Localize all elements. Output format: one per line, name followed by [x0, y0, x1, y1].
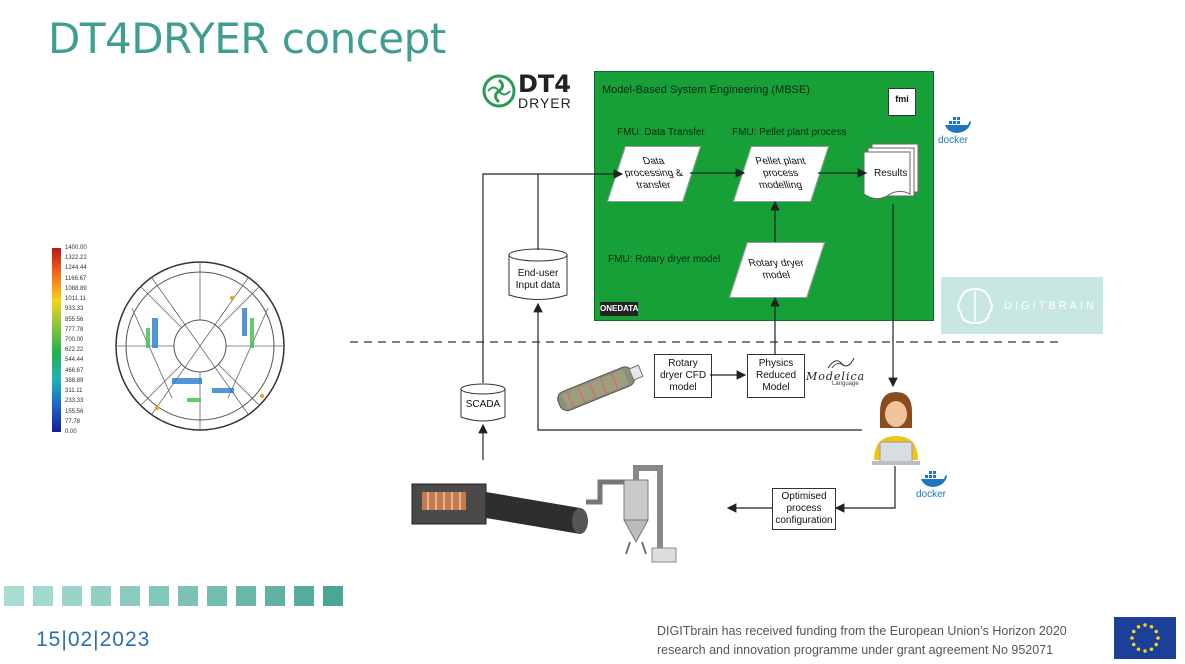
legend-value: 1400.00	[65, 245, 87, 251]
docker-whale-icon-bottom	[921, 471, 947, 487]
legend-value: 933.33	[65, 306, 84, 313]
fmu-rotary-dryer-label: FMU: Rotary dryer model	[608, 254, 721, 265]
legend-value: 233.33	[65, 398, 84, 405]
dryer-logo-text: DRYER	[518, 95, 572, 111]
legend-value: 777.78	[65, 326, 84, 333]
digitbrain-text: DIGITBRAIN	[1004, 300, 1097, 312]
funding-statement: DIGITbrain has received funding from the…	[657, 624, 1067, 657]
digitbrain-logo	[941, 277, 1103, 334]
docker-label-bottom: docker	[916, 489, 947, 500]
fmi-logo: fmi	[888, 88, 916, 116]
dashed-separator	[350, 341, 1060, 343]
user-at-laptop-icon	[872, 392, 920, 465]
modelica-language-text: Language	[832, 381, 859, 387]
dryer-cross-section-image	[115, 261, 285, 431]
results-documents-icon	[863, 143, 919, 200]
legend-value: 388.89	[65, 377, 84, 384]
legend-value: 77.78	[65, 418, 81, 425]
legend-value: 622.22	[65, 347, 84, 354]
legend-value: 1011.11	[65, 296, 86, 303]
fmu-data-transfer-label: FMU: Data Transfer	[617, 127, 705, 138]
legend-value: 1244.44	[65, 265, 87, 272]
legend-value: 544.44	[65, 357, 84, 364]
slide-title: DT4DRYER concept	[48, 14, 446, 63]
onedata-logo: ONEDATA	[600, 302, 638, 316]
footer-date: 15|02|2023	[36, 628, 151, 651]
results-label: Results	[874, 168, 908, 179]
cfd-drum-image	[557, 364, 644, 412]
dt4-logo-text: DT4	[518, 70, 571, 98]
dt4-dryer-logo-icon	[482, 74, 516, 108]
legend-value: 1088.89	[65, 285, 87, 292]
legend-value: 466.67	[65, 367, 84, 374]
legend-value: 0.00	[65, 429, 77, 435]
legend-value: 1322.22	[65, 255, 87, 262]
eu-stars-icon	[1130, 623, 1160, 653]
end-user-input-database-icon	[508, 248, 568, 300]
legend-value: 155.56	[65, 408, 84, 415]
mbse-title: Model-Based System Engineering (MBSE)	[602, 84, 810, 96]
legend-value: 1166.67	[65, 275, 87, 282]
pellet-plant-equipment-image	[411, 465, 677, 563]
brain-icon	[957, 287, 993, 325]
legend-value: 700.00	[65, 337, 84, 343]
fmu-pellet-plant-label: FMU: Pellet plant process	[732, 127, 847, 138]
temperature-legend-bar	[52, 248, 61, 432]
docker-whale-icon	[945, 117, 971, 133]
scada-label: SCADA	[465, 399, 501, 410]
modelica-logo-icon	[827, 357, 855, 369]
legend-value: 311.11	[65, 388, 83, 395]
scada-database-icon	[460, 383, 506, 422]
docker-label-top: docker	[938, 135, 969, 146]
modelica-logo-text: Modelica	[806, 370, 866, 383]
legend-value: 855.56	[65, 316, 84, 323]
